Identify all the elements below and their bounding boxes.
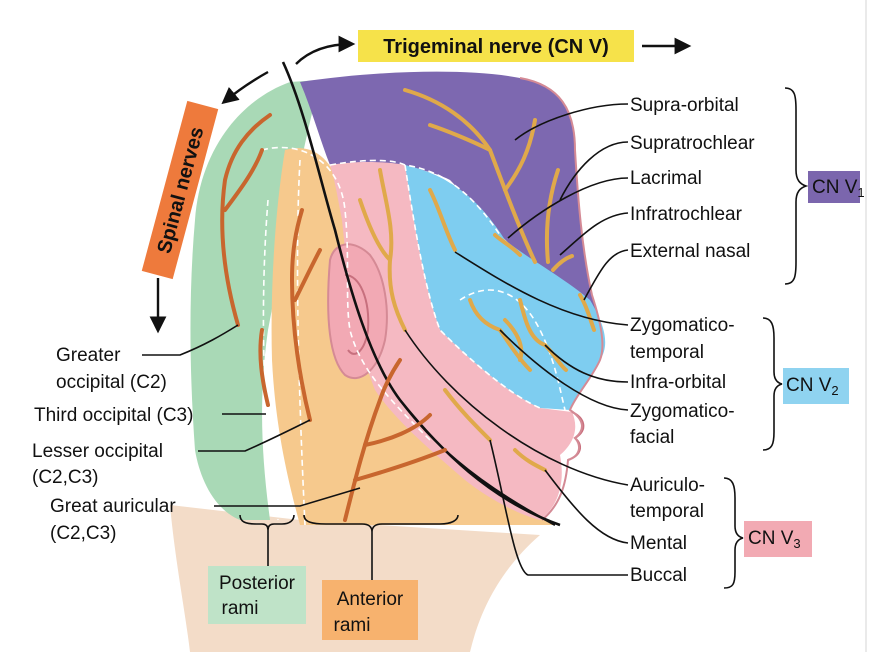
leader-infratrochlear [559,212,629,256]
spinal-labels: Greater occipital (C2) Third occipital (… [32,324,361,544]
label-auriculotemporal-line2: temporal [630,501,704,522]
mental-branch [513,448,547,472]
lesser-occipital-twig [293,248,322,302]
label-supratrochlear: Supratrochlear [630,133,755,154]
label-external-nasal: External nasal [630,241,750,262]
greater-occipital-branch [220,113,272,327]
label-supra-orbital: Supra-orbital [630,95,739,116]
label-zygomaticofacial-line2: facial [630,427,674,448]
leader-zygomaticotemporal [454,251,629,326]
label-greater-occipital-line2: occipital (C2) [56,372,167,393]
label-lesser-occipital-line2: (C2,C3) [32,467,99,488]
group-box-v2 [783,368,849,404]
head-illustration [170,61,606,652]
banner-arrow-left [295,35,356,65]
label-mental: Mental [630,533,687,554]
infratrochlear-branch [551,254,574,272]
label-great-auricular-line2: (C2,C3) [50,523,117,544]
label-zygomaticotemporal-line1: Zygomatico- [630,315,735,336]
lesser-occipital-branch [290,208,312,422]
v3-labels: Auriculo- temporal Mental Buccal CN V3 [404,329,812,589]
group-box-v1 [808,171,860,203]
leader-lesser-occipital [198,419,311,452]
label-great-auricular-line1: Great auricular [50,496,176,517]
group-box-v3 [744,521,812,557]
infra-orbital-twig [503,318,524,362]
label-third-occipital: Third occipital (C3) [34,405,193,426]
anterior-rami-box [322,580,418,640]
v2-region [405,165,606,410]
supra-orbital-twig-1 [428,123,492,152]
label-buccal: Buccal [630,565,687,586]
buccal-branch [443,388,492,442]
boundary-neck-back [296,159,306,526]
label-auriculotemporal-line1: Auriculo- [630,475,705,496]
leader-mental [544,469,629,544]
leader-supra-orbital [514,103,629,141]
leader-lacrimal [507,177,629,239]
boundary-v1-v2 [329,159,501,236]
ear-inner [344,274,370,355]
jaw-line [399,399,556,526]
v1-labels: Supra-orbital Supratrochlear Lacrimal In… [507,87,865,301]
anterior-rami-line1: Anterior [337,589,404,610]
spinal-arrow-top [221,70,269,105]
anterior-rami-line2: rami [334,615,371,636]
group-label-v3: CN V3 [748,528,801,551]
label-infra-orbital: Infra-orbital [630,372,726,393]
boundary-posterior-anterior [262,199,279,521]
boundary-v2-v3 [404,164,541,409]
label-lacrimal: Lacrimal [630,168,702,189]
bracket-v1 [784,87,809,285]
leader-infra-orbital [544,344,629,383]
group-label-v1: CN V1 [812,177,865,200]
leader-external-nasal [583,249,629,301]
dermatome-divide-line [281,61,561,527]
third-occipital-branch [258,328,270,407]
supratrochlear-branch [544,168,560,264]
label-zygomaticotemporal-line2: temporal [630,342,704,363]
label-zygomaticofacial-line1: Zygomatico- [630,401,735,422]
trigeminal-banner: Trigeminal nerve (CN V) [295,30,692,65]
group-label-v2: CN V2 [786,375,839,398]
greater-occipital-twig [223,148,264,212]
boundary-maxillary [459,289,566,411]
leader-zygomaticofacial [499,329,629,411]
leader-buccal [489,439,628,576]
leader-auriculotemporal [404,329,629,486]
face-profile [519,77,604,521]
rami-labels: Posterior rami Anterior rami [208,514,459,640]
great-auricular-twig-1 [363,413,432,447]
posterior-rami-line2: rami [222,598,259,619]
banner-box [358,30,634,62]
label-lesser-occipital-line1: Lesser occipital [32,441,163,462]
posterior-rami-line1: Posterior [219,573,296,594]
leader-greater-occipital [142,324,239,356]
leader-great-auricular [214,487,361,507]
leader-supratrochlear [559,141,629,201]
bracket-v2 [762,317,783,451]
label-greater-occipital-line1: Greater [56,345,121,366]
bracket-v3 [723,477,744,589]
external-nasal-branch [578,293,596,332]
zygomaticotemporal-branch [428,188,457,252]
lacrimal-branch [493,233,522,257]
anterior-rami-region [271,148,555,525]
v2-labels: Zygomatico- temporal Infra-orbital Zygom… [454,251,849,451]
spinal-box [141,100,219,280]
auriculotemporal-twig [358,198,392,262]
banner-title: Trigeminal nerve (CN V) [383,36,609,58]
posterior-rami-box [208,566,306,624]
great-auricular-twig-2 [353,448,447,482]
v1-region [300,71,603,350]
label-infratrochlear: Infratrochlear [630,204,743,225]
